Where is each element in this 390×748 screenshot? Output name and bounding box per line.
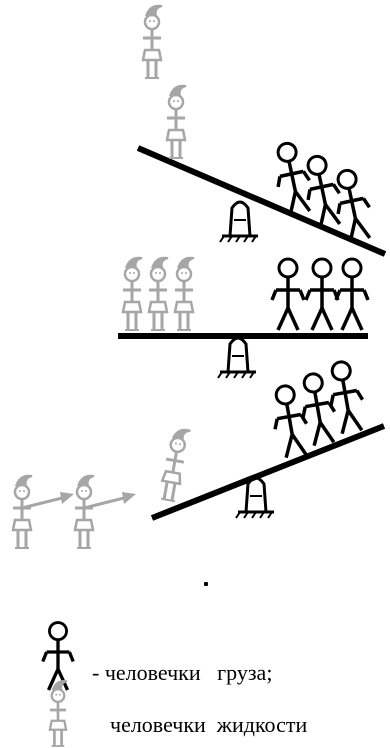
seesaw-3 <box>152 359 384 518</box>
cargo-figure <box>272 259 304 330</box>
legend-cargo-label: - человечки груза; <box>92 660 272 686</box>
legend-liquid-label: человечки жидкости <box>110 712 307 738</box>
fulcrum-2 <box>218 338 256 378</box>
liquid-figure <box>149 258 168 330</box>
fulcrum-1 <box>220 202 258 242</box>
liquid-figure <box>175 258 194 330</box>
seesaw-1 <box>138 86 385 254</box>
liquid-figure <box>159 427 190 501</box>
legend-cargo-icon <box>43 623 73 690</box>
cargo-figure <box>336 259 368 330</box>
liquid-figure <box>167 86 186 158</box>
cargo-figure <box>324 359 368 434</box>
legend-liquid-icon <box>50 681 67 746</box>
liquid-figure-spear <box>13 476 74 548</box>
cargo-figure <box>296 371 340 446</box>
cargo-figure <box>268 383 312 458</box>
liquid-figure <box>123 258 142 330</box>
center-dot <box>204 582 208 586</box>
beam-3 <box>152 426 384 518</box>
cargo-figure <box>306 259 338 330</box>
liquid-figure-spear <box>75 476 136 548</box>
seesaw-2 <box>118 258 368 378</box>
liquid-figure-falling <box>143 6 162 78</box>
